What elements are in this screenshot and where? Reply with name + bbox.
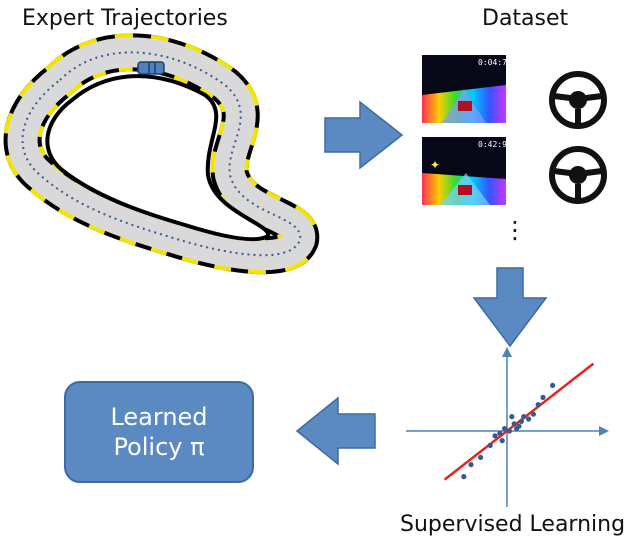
dataset-label: Dataset <box>482 6 569 31</box>
more-items-ellipsis: ⋮ <box>503 216 527 244</box>
data-point <box>530 411 537 417</box>
data-point <box>487 442 493 448</box>
data-point <box>478 454 484 460</box>
arrow-left-icon <box>295 396 376 466</box>
data-point <box>499 438 505 444</box>
supervised-learning-label: Supervised Learning <box>400 512 626 537</box>
expert-trajectories-label: Expert Trajectories <box>22 6 228 31</box>
steering-wheel-icon <box>549 146 607 204</box>
data-point <box>497 430 503 436</box>
arrow-right-icon <box>324 100 404 170</box>
data-point <box>521 414 527 420</box>
arrow-down-icon <box>472 267 548 348</box>
data-point <box>511 421 517 427</box>
kart-icon <box>137 61 165 75</box>
game-frame-image: ✦ 0:42:9 <box>422 137 506 205</box>
data-point <box>506 428 512 434</box>
data-point <box>461 474 467 480</box>
learned-policy-box: Learned Policy π <box>64 381 254 483</box>
policy-line-2: Policy π <box>113 433 205 461</box>
dataset-frame-1: 0:04:7 <box>422 55 506 123</box>
frame-timer: 0:04:7 <box>478 58 506 67</box>
data-point <box>526 416 532 422</box>
star-icon: ✦ <box>430 158 440 172</box>
data-point <box>516 423 522 429</box>
data-point <box>535 402 541 408</box>
dataset-frame-2: ✦ 0:42:9 <box>422 137 506 205</box>
game-frame-image: 0:04:7 <box>422 55 506 123</box>
data-point <box>492 433 498 439</box>
steering-wheel-icon <box>549 71 607 129</box>
scatter-plot <box>406 347 609 507</box>
data-point <box>509 414 515 420</box>
data-point <box>468 462 474 468</box>
data-point <box>502 426 508 432</box>
y-axis-arrowhead <box>502 347 512 357</box>
data-point <box>540 394 546 400</box>
data-point <box>550 382 556 388</box>
frame-timer: 0:42:9 <box>478 140 506 149</box>
policy-line-1: Learned <box>110 403 208 431</box>
data-point <box>518 418 525 424</box>
track-infield <box>45 74 270 242</box>
x-axis-arrowhead <box>599 426 609 436</box>
